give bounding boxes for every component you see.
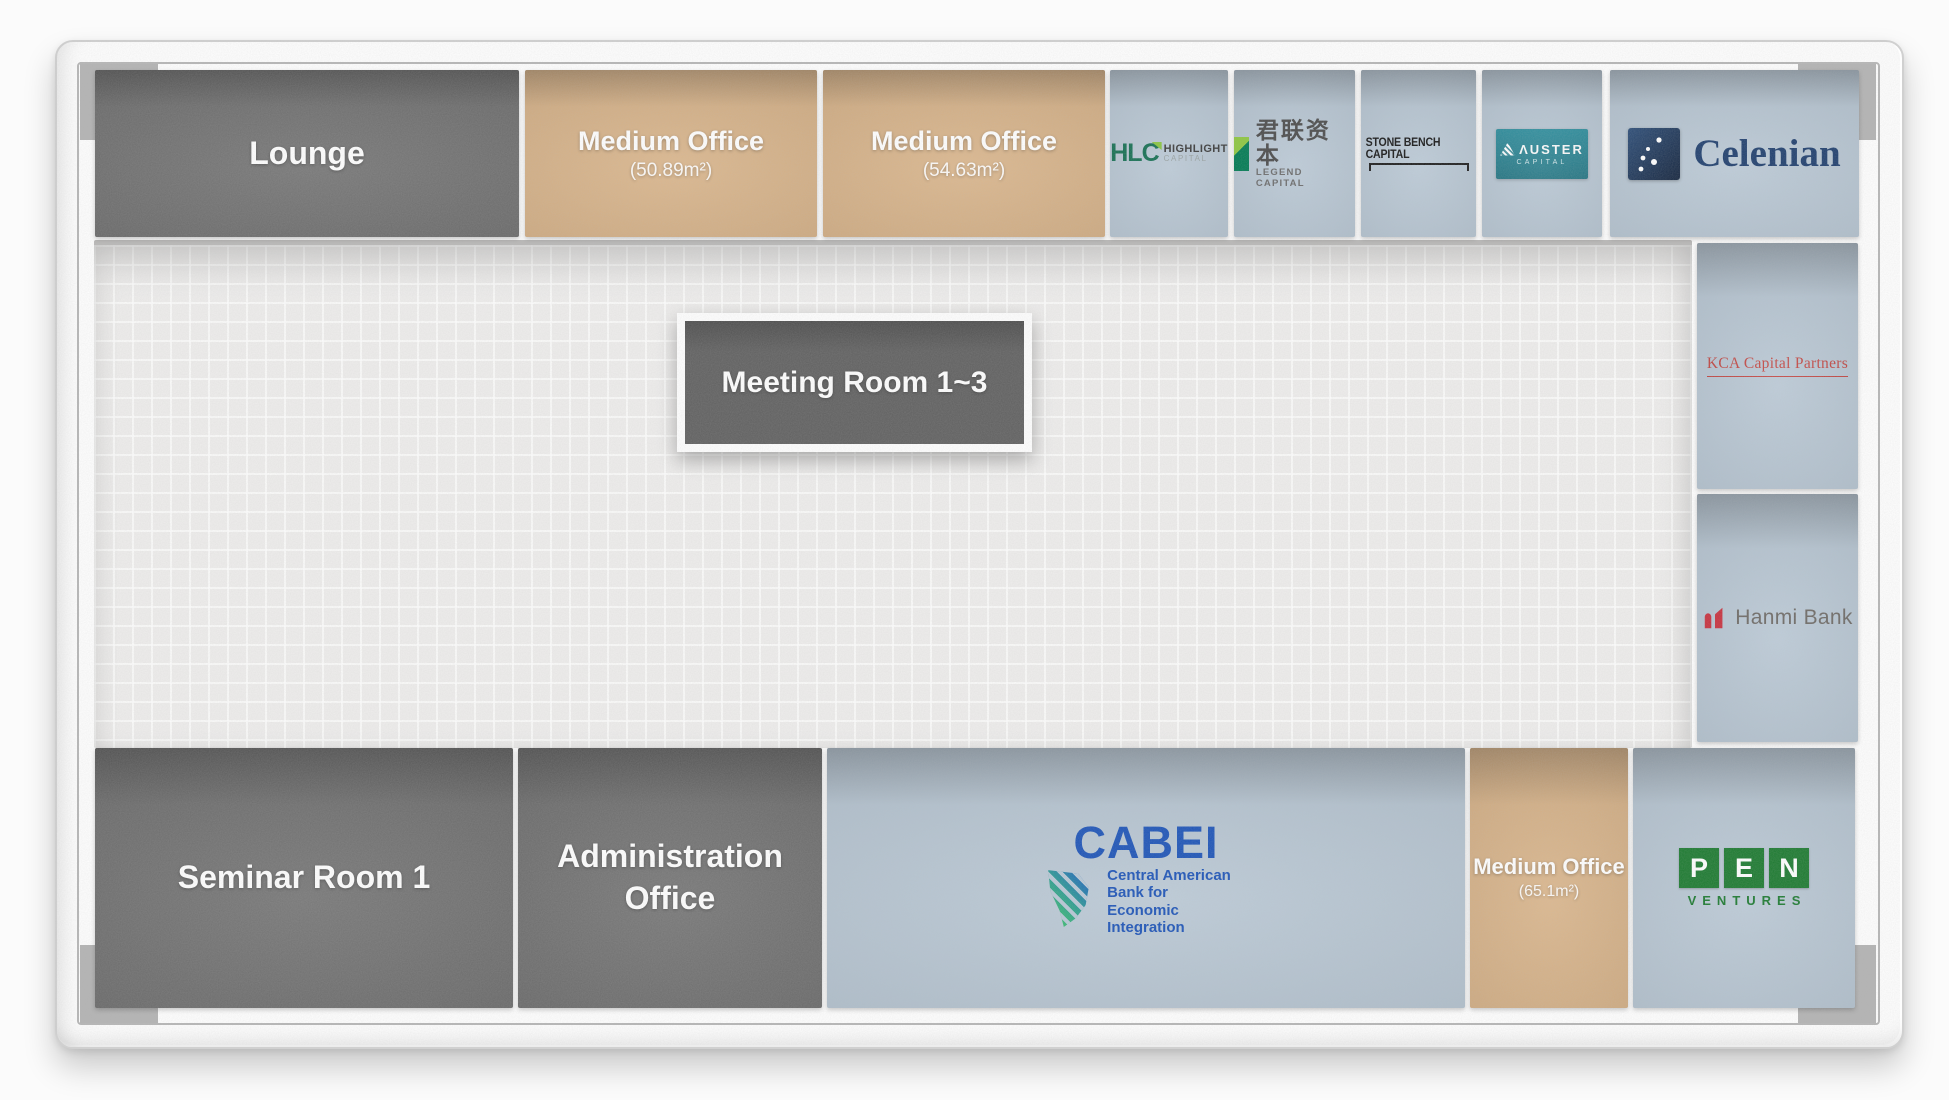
tenant-kca-capital-partners: KCA Capital Partners [1697, 243, 1858, 489]
auster-wordmark: ΛUSTER [1519, 141, 1584, 157]
tenant-cabei: CABEI Central American Bank for Economic… [827, 748, 1465, 1008]
room-area: (54.63m²) [922, 159, 1006, 181]
room-area: (65.1m²) [1518, 882, 1580, 900]
room-seminar-room-1: Seminar Room 1 [95, 748, 513, 1008]
pen-letter: E [1734, 852, 1753, 883]
stone-bench-name: STONE BENCH CAPITAL [1365, 136, 1441, 161]
room-medium-office-2: Medium Office (54.63m²) [823, 70, 1105, 237]
legend-capital-text: 君联资本 LEGEND CAPITAL [1255, 116, 1355, 189]
pen-letter: N [1779, 852, 1799, 883]
room-label: Medium Office [870, 125, 1058, 156]
cabei-desc-line: Central American [1107, 867, 1231, 884]
pen-letter: P [1689, 852, 1708, 883]
tenant-celenian: Celenian [1610, 70, 1859, 237]
highlight-capital-logo: HLC HIGHLIGHT CAPITAL [1110, 139, 1228, 168]
tenant-hanmi-bank: Hanmi Bank [1697, 494, 1858, 742]
cabei-desc-line: Integration [1107, 918, 1185, 936]
room-medium-office-1: Medium Office (50.89m²) [525, 70, 817, 237]
cabei-striped-map-icon [1048, 870, 1089, 927]
cabei-description: Central American Bank for Economic Integ… [1107, 867, 1231, 936]
hanmi-bank-icon [1705, 607, 1723, 629]
room-label: Lounge [249, 134, 365, 171]
bench-icon [1368, 162, 1469, 171]
legend-capital-mark-icon [1234, 136, 1249, 171]
pen-letter-square: P [1679, 848, 1719, 888]
tenant-highlight-capital: HLC HIGHLIGHT CAPITAL [1110, 70, 1228, 237]
celenian-logo: Celenian [1628, 127, 1841, 180]
tenant-stone-bench-capital: STONE BENCH CAPITAL [1361, 70, 1476, 237]
room-label: Medium Office [1473, 854, 1625, 880]
room-label: Meeting Room 1~3 [721, 366, 988, 399]
room-meeting-rooms: Meeting Room 1~3 [677, 313, 1032, 452]
room-lounge: Lounge [95, 70, 519, 237]
room-area: (50.89m²) [629, 159, 713, 181]
pen-letter-squares: P E N [1679, 848, 1809, 888]
meeting-room-inner: Meeting Room 1~3 [685, 321, 1024, 444]
hanmi-bank-logo: Hanmi Bank [1702, 605, 1852, 631]
hanmi-name: Hanmi Bank [1735, 606, 1853, 629]
hlc-wordmark: HLC [1110, 139, 1160, 168]
hlc-text: HIGHLIGHT CAPITAL [1163, 143, 1228, 164]
stone-bench-logo: STONE BENCH CAPITAL [1361, 137, 1476, 171]
legend-latin-name: LEGEND CAPITAL [1255, 167, 1305, 189]
auster-sub-word: CAPITAL [1516, 158, 1568, 166]
room-medium-office-3: Medium Office (65.1m²) [1470, 748, 1628, 1008]
pen-ventures-logo: P E N VENTURES [1679, 848, 1809, 908]
room-label: Administration Office [557, 838, 783, 916]
cabei-desc-line: Economic [1107, 901, 1179, 919]
auster-pyramid-icon [1500, 142, 1516, 156]
cabei-logo: CABEI Central American Bank for Economic… [1048, 817, 1231, 936]
celenian-stars-icon [1628, 127, 1681, 180]
legend-capital-logo: 君联资本 LEGEND CAPITAL [1234, 116, 1355, 189]
cabei-wordmark: CABEI [1073, 817, 1219, 868]
tenant-pen-ventures: P E N VENTURES [1633, 748, 1855, 1008]
auster-capital-logo: ΛUSTER CAPITAL [1496, 128, 1588, 179]
room-label: Medium Office [577, 125, 765, 156]
room-label: Seminar Room 1 [177, 859, 431, 896]
legend-cjk-name: 君联资本 [1255, 116, 1331, 169]
pen-letter-square: E [1724, 848, 1764, 888]
pen-word-ventures: VENTURES [1687, 893, 1807, 908]
pen-letter-square: N [1769, 848, 1809, 888]
tenant-auster-capital: ΛUSTER CAPITAL [1482, 70, 1602, 237]
cabei-lower-row: Central American Bank for Economic Integ… [1047, 867, 1231, 936]
hlc-letter-c: C [1141, 139, 1160, 167]
hlc-word-capital: CAPITAL [1163, 154, 1208, 164]
hlc-letters: HL [1110, 139, 1142, 167]
tenant-legend-capital: 君联资本 LEGEND CAPITAL [1234, 70, 1355, 237]
cabei-desc-line: Bank for [1107, 884, 1169, 902]
room-administration-office: Administration Office [518, 748, 822, 1008]
celenian-name: Celenian [1693, 132, 1841, 175]
kca-name: KCA Capital Partners [1706, 355, 1849, 377]
auster-top-row: ΛUSTER [1500, 142, 1584, 157]
